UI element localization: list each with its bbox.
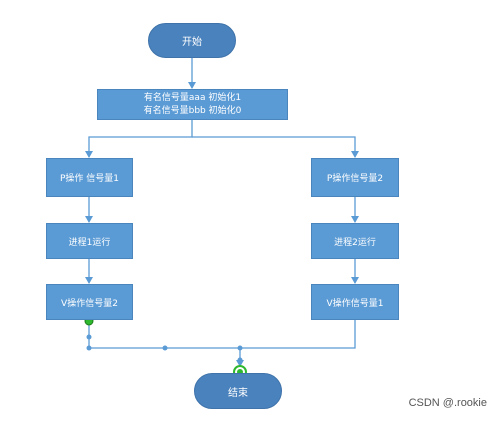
init-line-2: 有名信号量bbb 初始化0 bbox=[143, 105, 242, 116]
connector-init-to-right bbox=[192, 136, 359, 158]
connector-point[interactable] bbox=[86, 334, 92, 340]
connector-point[interactable] bbox=[86, 345, 92, 351]
watermark-text: CSDN @.rookie bbox=[408, 397, 487, 409]
connector-right-v-to-end bbox=[240, 320, 356, 349]
right-p-operation-box[interactable]: P操作信号量2 bbox=[311, 158, 399, 197]
connector-left-v-to-end bbox=[88, 320, 240, 349]
connector-point[interactable] bbox=[162, 345, 168, 351]
right-v-operation-box[interactable]: V操作信号量1 bbox=[311, 284, 399, 320]
left-v-operation-box[interactable]: V操作信号量2 bbox=[46, 284, 133, 320]
end-terminal[interactable]: 结束 bbox=[194, 373, 282, 409]
connector-init-to-left bbox=[85, 120, 193, 158]
connector-point[interactable] bbox=[237, 345, 243, 351]
init-line-1: 有名信号量aaa 初始化1 bbox=[143, 92, 242, 103]
left-p-operation-box[interactable]: P操作 信号量1 bbox=[46, 158, 133, 197]
connector-point[interactable] bbox=[237, 357, 243, 363]
start-terminal[interactable]: 开始 bbox=[148, 23, 236, 58]
left-run-box[interactable]: 进程1运行 bbox=[46, 223, 133, 259]
init-process-box[interactable]: 有名信号量aaa 初始化1 有名信号量bbb 初始化0 bbox=[97, 89, 288, 120]
right-run-box[interactable]: 进程2运行 bbox=[311, 223, 399, 259]
